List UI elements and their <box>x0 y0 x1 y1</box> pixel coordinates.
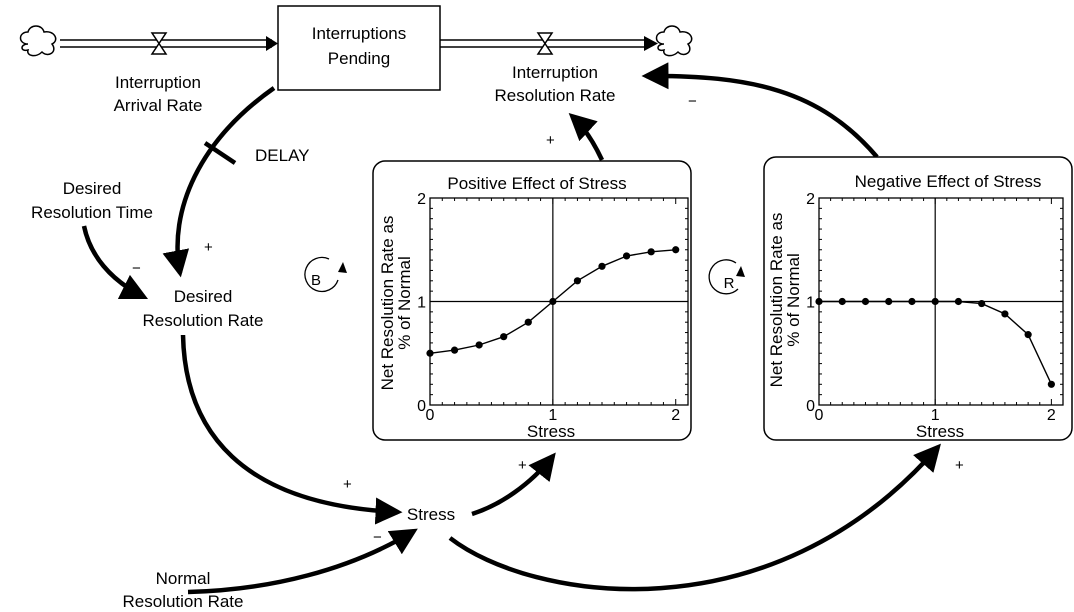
polarity-desired-to-stress: + <box>343 476 352 493</box>
y-tick-label: 0 <box>417 398 426 415</box>
arrow-positive-effect-to-resolution-rate <box>568 112 605 161</box>
stock-label-line1: Interruptions <box>312 24 407 43</box>
normal-resolution-rate-line1: Normal <box>156 569 211 588</box>
data-point <box>500 333 508 341</box>
arrow-desired-rate-to-stress <box>180 334 403 525</box>
negative-effect-plot: 0 1 2 0 1 2 <box>806 191 1064 424</box>
data-point <box>524 318 532 326</box>
polarity-negative-to-resolution: − <box>688 93 697 110</box>
resolution-valve-icon <box>536 32 554 55</box>
arrow-time-to-desired-rate <box>81 225 149 300</box>
polarity-stress-to-negative: + <box>955 457 964 474</box>
loop-r-label: R <box>724 275 735 292</box>
balancing-loop-marker: B <box>304 256 347 293</box>
x-tick-label: 1 <box>931 407 940 424</box>
negative-effect-frame <box>763 156 1073 441</box>
delay-label: DELAY <box>255 146 310 165</box>
data-point <box>450 346 459 354</box>
polarity-normal-to-stress: − <box>373 529 382 546</box>
positive-effect-ylabel-line1: Net Resolution Rate as <box>378 216 397 391</box>
arrival-rate-label-line1: Interruption <box>115 73 201 92</box>
desired-resolution-rate-line1: Desired <box>174 287 233 306</box>
sink-cloud-icon <box>655 25 693 57</box>
stock-label-line2: Pending <box>328 49 390 68</box>
reinforcing-loop-marker: R <box>708 259 745 295</box>
x-tick-label: 0 <box>815 407 824 424</box>
negative-effect-xlabel: Stress <box>916 422 964 441</box>
source-cloud-icon <box>19 25 57 57</box>
positive-effect-frame <box>372 160 692 441</box>
data-point <box>598 262 606 270</box>
desired-resolution-rate-line2: Resolution Rate <box>143 311 264 330</box>
x-tick-label: 2 <box>1047 407 1056 424</box>
arrow-stress-to-negative-effect <box>448 443 941 592</box>
data-point <box>1001 310 1009 318</box>
positive-effect-ylabel-line2: % of Normal <box>395 256 414 350</box>
desired-resolution-time-line2: Resolution Time <box>31 203 153 222</box>
data-point <box>475 341 483 349</box>
arrival-rate-label-line2: Arrival Rate <box>114 96 203 115</box>
y-tick-label: 1 <box>806 295 815 312</box>
loop-b-label: B <box>311 272 321 289</box>
arrival-valve-icon <box>150 32 168 55</box>
x-tick-label: 0 <box>426 407 435 424</box>
data-point <box>885 297 893 306</box>
data-point <box>622 252 631 260</box>
normal-resolution-rate-line2: Resolution Rate <box>123 592 244 611</box>
positive-effect-chart: Positive Effect of Stress 0 1 2 0 1 2 Net Res… <box>372 160 692 441</box>
data-point <box>978 299 986 308</box>
resolution-rate-label-line2: Resolution Rate <box>495 86 616 105</box>
negative-effect-ylabel-line1: Net Resolution Rate as <box>767 213 786 388</box>
positive-effect-title: Positive Effect of Stress <box>447 174 626 193</box>
data-point <box>954 297 963 306</box>
arrow-normal-rate-to-stress <box>187 528 418 595</box>
y-tick-label: 0 <box>806 398 815 415</box>
data-point <box>647 248 655 256</box>
delay-mark <box>203 141 237 165</box>
data-point <box>1047 380 1055 388</box>
data-point <box>672 246 680 254</box>
polarity-time-to-desired: − <box>132 260 141 277</box>
y-tick-label: 1 <box>417 295 426 312</box>
data-point <box>1024 331 1032 339</box>
arrival-flow-pipe <box>60 36 278 51</box>
polarity-positive-to-resolution: + <box>546 132 555 149</box>
stock-interruptions-pending <box>277 5 441 91</box>
x-tick-label: 2 <box>671 407 680 424</box>
polarity-stock-to-desired: + <box>204 239 213 256</box>
positive-effect-xlabel: Stress <box>527 422 575 441</box>
y-tick-label: 2 <box>417 191 426 208</box>
data-point <box>931 297 939 306</box>
data-point <box>573 277 582 285</box>
y-tick-label: 2 <box>806 191 815 208</box>
data-point <box>908 297 916 306</box>
arrow-stock-to-desired-rate <box>162 86 276 278</box>
negative-effect-title: Negative Effect of Stress <box>855 172 1042 191</box>
negative-effect-ylabel-line2: % of Normal <box>784 253 803 347</box>
data-point <box>815 297 823 306</box>
polarity-stress-to-positive: + <box>518 457 527 474</box>
resolution-rate-label-line1: Interruption <box>512 63 598 82</box>
x-tick-label: 1 <box>548 407 557 424</box>
negative-effect-chart: Negative Effect of Stress 0 1 2 0 1 2 Net Res… <box>763 156 1073 441</box>
positive-effect-plot: 0 1 2 0 1 2 <box>417 191 689 424</box>
data-point <box>861 297 870 306</box>
data-point <box>838 297 846 306</box>
data-point <box>426 349 434 357</box>
arrow-stress-to-positive-effect <box>471 452 556 517</box>
stress-variable: Stress <box>407 505 455 524</box>
desired-resolution-time-line1: Desired <box>63 179 122 198</box>
data-point <box>549 297 557 306</box>
arrow-negative-effect-to-resolution-rate <box>641 62 879 159</box>
